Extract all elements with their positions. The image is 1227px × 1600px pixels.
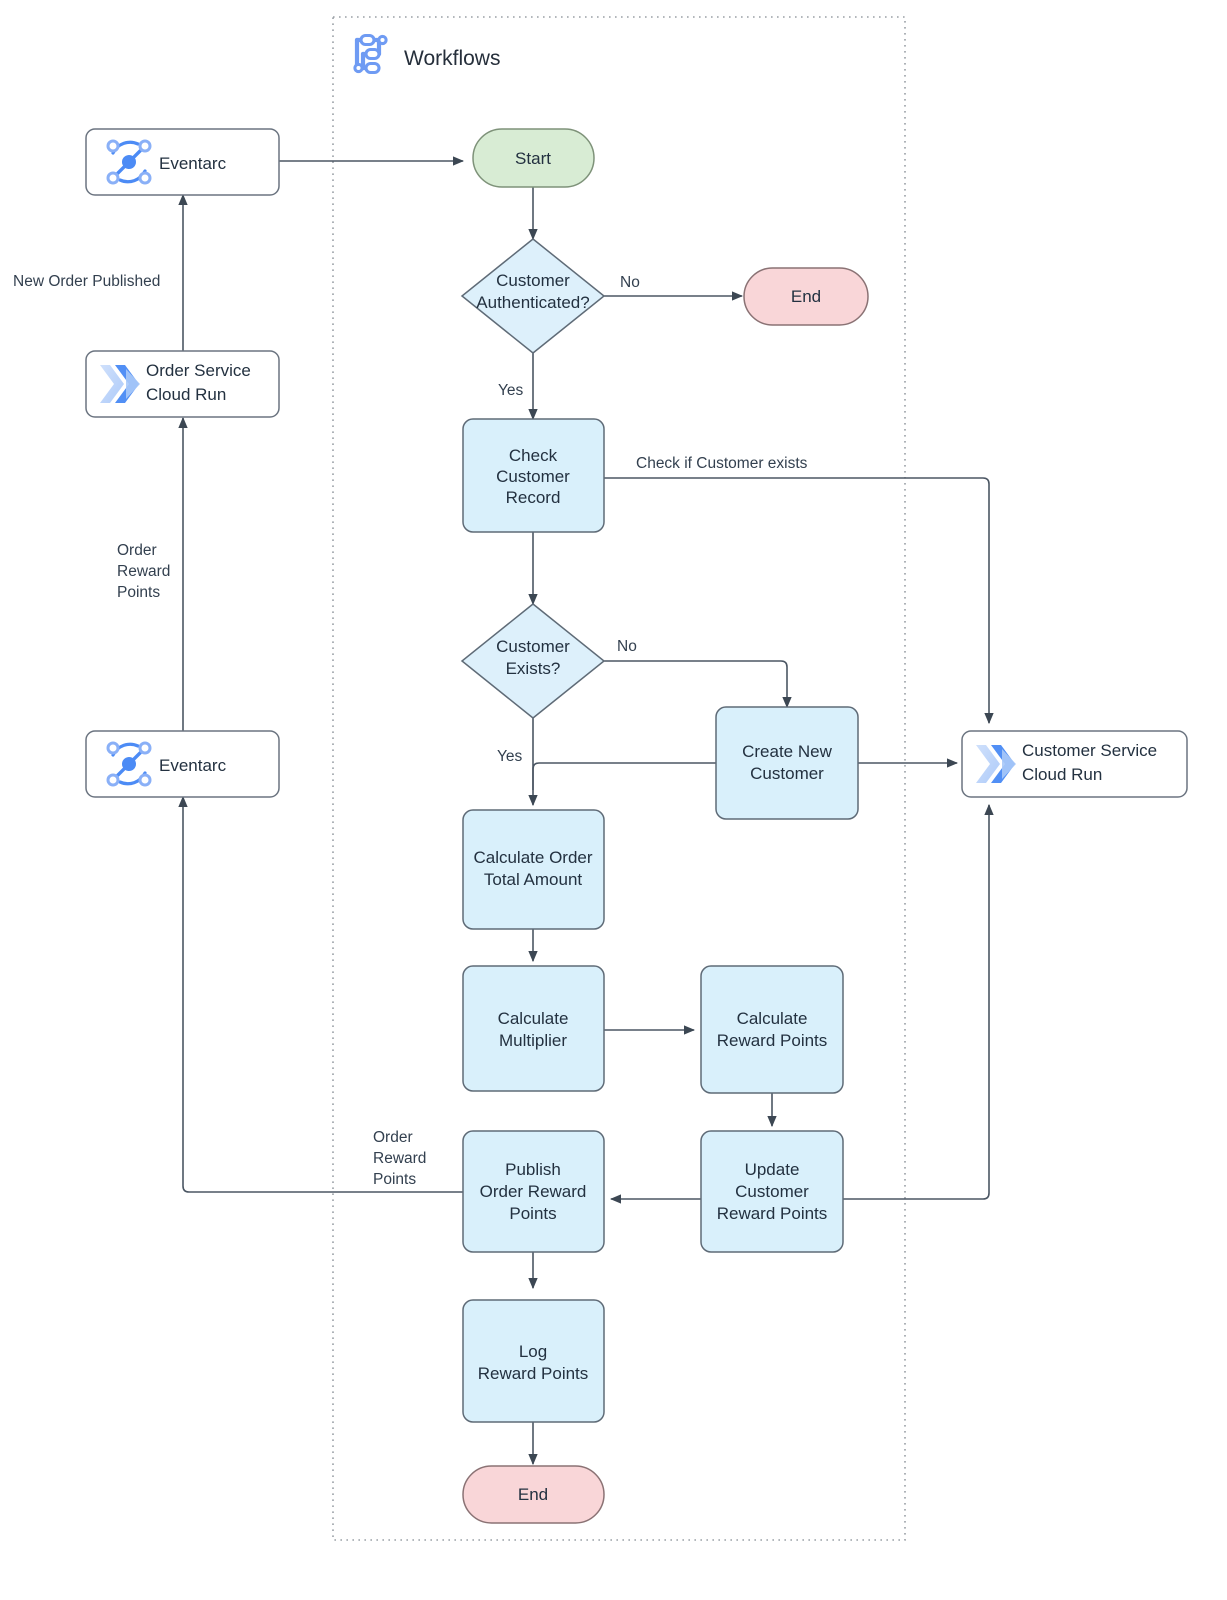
cloud-run-icon bbox=[100, 365, 140, 403]
node-start[interactable]: Start bbox=[472, 128, 595, 188]
node-label-line1: Customer bbox=[496, 637, 570, 656]
node-label-line2: Customer bbox=[735, 1182, 809, 1201]
edge-exists-no-to-create bbox=[604, 660, 792, 709]
edge-label-exists-yes: Yes bbox=[497, 748, 523, 765]
node-create-new-customer[interactable]: Create New Customer bbox=[715, 706, 859, 820]
svg-text:Points: Points bbox=[117, 584, 160, 601]
node-calculate-order-total-amount[interactable]: Calculate Order Total Amount bbox=[462, 809, 605, 930]
node-label-line1: Customer Service bbox=[1022, 741, 1157, 760]
node-label-line2: Reward Points bbox=[717, 1031, 828, 1050]
workflows-icon bbox=[353, 33, 388, 75]
cloud-run-icon bbox=[976, 745, 1016, 783]
node-update-customer-reward-points[interactable]: Update Customer Reward Points bbox=[700, 1130, 844, 1253]
node-customer-service-cloud-run[interactable]: Customer Service Cloud Run bbox=[961, 730, 1188, 798]
svg-text:Reward: Reward bbox=[373, 1150, 426, 1167]
edge-publish-to-eventarc bbox=[178, 795, 463, 1193]
node-label-line2: Cloud Run bbox=[1022, 765, 1102, 784]
node-end-top[interactable]: End bbox=[743, 267, 869, 326]
eventarc-icon bbox=[106, 741, 152, 787]
edge-label-order-reward-points-mid: Order Reward Points bbox=[373, 1129, 426, 1188]
node-label-line1: Publish bbox=[505, 1160, 561, 1179]
node-label-line3: Reward Points bbox=[717, 1204, 828, 1223]
edge-label-check-if-customer-exists: Check if Customer exists bbox=[636, 455, 808, 472]
node-label-line1: Calculate bbox=[498, 1009, 569, 1028]
node-label-line2: Multiplier bbox=[499, 1031, 567, 1050]
node-label-line2: Customer bbox=[750, 764, 824, 783]
node-order-service-cloud-run[interactable]: Order Service Cloud Run bbox=[85, 350, 280, 418]
node-label-line1: Create New bbox=[742, 742, 832, 761]
node-log-reward-points[interactable]: Log Reward Points bbox=[462, 1299, 605, 1423]
node-label-line3: Points bbox=[509, 1204, 556, 1223]
node-label-line2: Authenticated? bbox=[476, 293, 589, 312]
node-customer-authenticated-decision[interactable]: Customer Authenticated? bbox=[460, 238, 606, 354]
eventarc-icon bbox=[106, 139, 152, 185]
svg-text:Reward: Reward bbox=[117, 563, 170, 580]
workflows-group-boundary bbox=[332, 16, 906, 1541]
node-customer-exists-decision[interactable]: Customer Exists? bbox=[460, 603, 606, 719]
workflows-group-label: Workflows bbox=[404, 47, 500, 70]
edge-label-exists-no: No bbox=[617, 638, 637, 655]
node-label-line2: Cloud Run bbox=[146, 385, 226, 404]
node-check-customer-record[interactable]: Check Customer Record bbox=[462, 418, 605, 533]
edge-update-to-customer-service bbox=[843, 803, 994, 1200]
svg-text:Points: Points bbox=[373, 1171, 416, 1188]
node-label-line2: Order Reward bbox=[480, 1182, 587, 1201]
node-calculate-multiplier[interactable]: Calculate Multiplier bbox=[462, 965, 605, 1092]
node-eventarc-bottom[interactable]: Eventarc bbox=[85, 730, 280, 798]
node-label-line1: Customer bbox=[496, 271, 570, 290]
edge-label-new-order-published: New Order Published bbox=[13, 273, 160, 290]
node-label-line1: Calculate Order bbox=[473, 848, 592, 867]
node-label: Eventarc bbox=[159, 756, 227, 775]
node-end-bottom[interactable]: End bbox=[462, 1465, 605, 1524]
node-label-line1: Check bbox=[509, 446, 558, 465]
node-label-line2: Customer bbox=[496, 467, 570, 486]
node-label-line1: Log bbox=[519, 1342, 547, 1361]
node-publish-order-reward-points[interactable]: Publish Order Reward Points bbox=[462, 1130, 605, 1253]
edge-label-auth-yes: Yes bbox=[498, 382, 524, 399]
node-label: Start bbox=[515, 149, 551, 168]
svg-text:Order: Order bbox=[117, 542, 157, 559]
node-label: End bbox=[518, 1485, 548, 1504]
node-calculate-reward-points[interactable]: Calculate Reward Points bbox=[700, 965, 844, 1094]
edge-label-auth-no: No bbox=[620, 274, 640, 291]
node-label: Eventarc bbox=[159, 154, 227, 173]
node-label-line1: Update bbox=[745, 1160, 800, 1179]
node-label-line3: Record bbox=[506, 488, 561, 507]
node-label-line1: Calculate bbox=[737, 1009, 808, 1028]
node-label-line2: Total Amount bbox=[484, 870, 583, 889]
node-label-line1: Order Service bbox=[146, 361, 251, 380]
edge-check-to-customer-service bbox=[604, 477, 994, 725]
node-eventarc-top[interactable]: Eventarc bbox=[85, 128, 280, 196]
edge-label-order-reward-points-left: Order Reward Points bbox=[117, 542, 170, 601]
edge-create-back-to-flow bbox=[532, 762, 716, 790]
svg-text:Order: Order bbox=[373, 1129, 413, 1146]
node-label-line2: Reward Points bbox=[478, 1364, 589, 1383]
node-label: End bbox=[791, 287, 821, 306]
node-label-line2: Exists? bbox=[506, 659, 561, 678]
